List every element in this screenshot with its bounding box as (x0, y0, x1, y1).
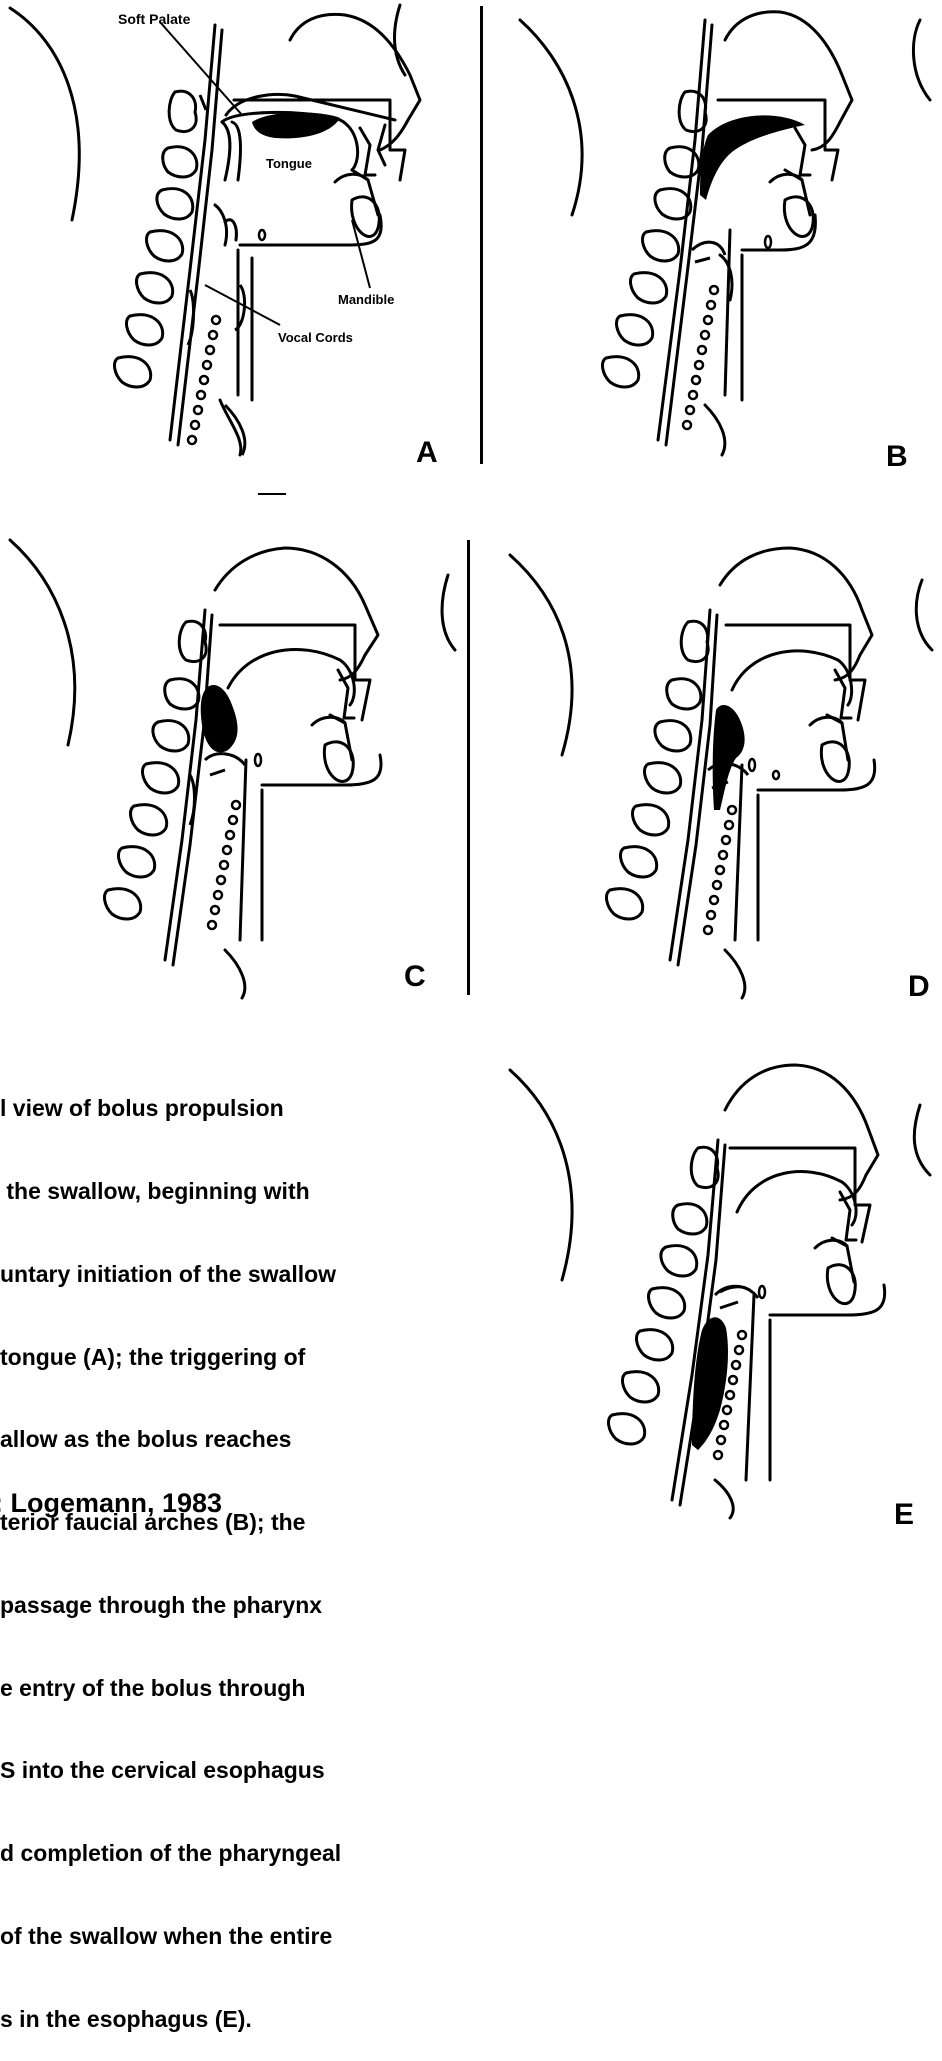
panel-e: E (480, 1030, 942, 1521)
panel-letter-d: D (908, 972, 930, 1002)
bolus-c (201, 685, 238, 752)
head-neck-sagittal-diagram-b (480, 0, 942, 480)
panel-c: C (0, 520, 470, 1000)
panel-a: Soft Palate Tongue Mandible Vocal Cords … (0, 0, 470, 480)
head-neck-sagittal-diagram-c (0, 520, 470, 1000)
caption-line: S into the cervical esophagus (0, 1757, 470, 1785)
panel-d: D (470, 520, 942, 1000)
head-neck-sagittal-diagram-d (470, 520, 942, 1000)
caption-line: untary initiation of the swallow (0, 1261, 470, 1289)
panel-letter-e: E (894, 1500, 914, 1530)
label-soft-palate: Soft Palate (118, 12, 190, 26)
caption-line: allow as the bolus reaches (0, 1426, 470, 1454)
caption-line: the swallow, beginning with (0, 1178, 470, 1206)
label-tongue: Tongue (266, 157, 312, 170)
label-mandible: Mandible (338, 293, 394, 306)
caption-line: passage through the pharynx (0, 1592, 470, 1620)
panel-letter-c: C (404, 962, 426, 992)
label-vocal-cords: Vocal Cords (278, 331, 353, 344)
panel-b: B (480, 0, 942, 480)
caption-line: s in the esophagus (E). (0, 2006, 470, 2034)
panel-letter-a: A (416, 438, 438, 468)
figure-citation: : Logemann, 1983 (0, 1488, 222, 1519)
caption-line: tongue (A); the triggering of (0, 1344, 470, 1372)
caption-line: l view of bolus propulsion (0, 1095, 470, 1123)
tongue-bolus-a (252, 112, 340, 138)
caption-line: of the swallow when the entire (0, 1923, 470, 1951)
divider-short-horizontal (258, 493, 286, 495)
head-neck-sagittal-diagram-a (0, 0, 470, 480)
caption-line: e entry of the bolus through (0, 1675, 470, 1703)
panel-letter-b: B (886, 442, 908, 472)
head-neck-sagittal-diagram-e (480, 1030, 942, 1521)
tongue-bolus-b (700, 115, 805, 200)
caption-line: d completion of the pharyngeal (0, 1840, 470, 1868)
figure-caption: l view of bolus propulsion the swallow, … (0, 1040, 470, 2061)
